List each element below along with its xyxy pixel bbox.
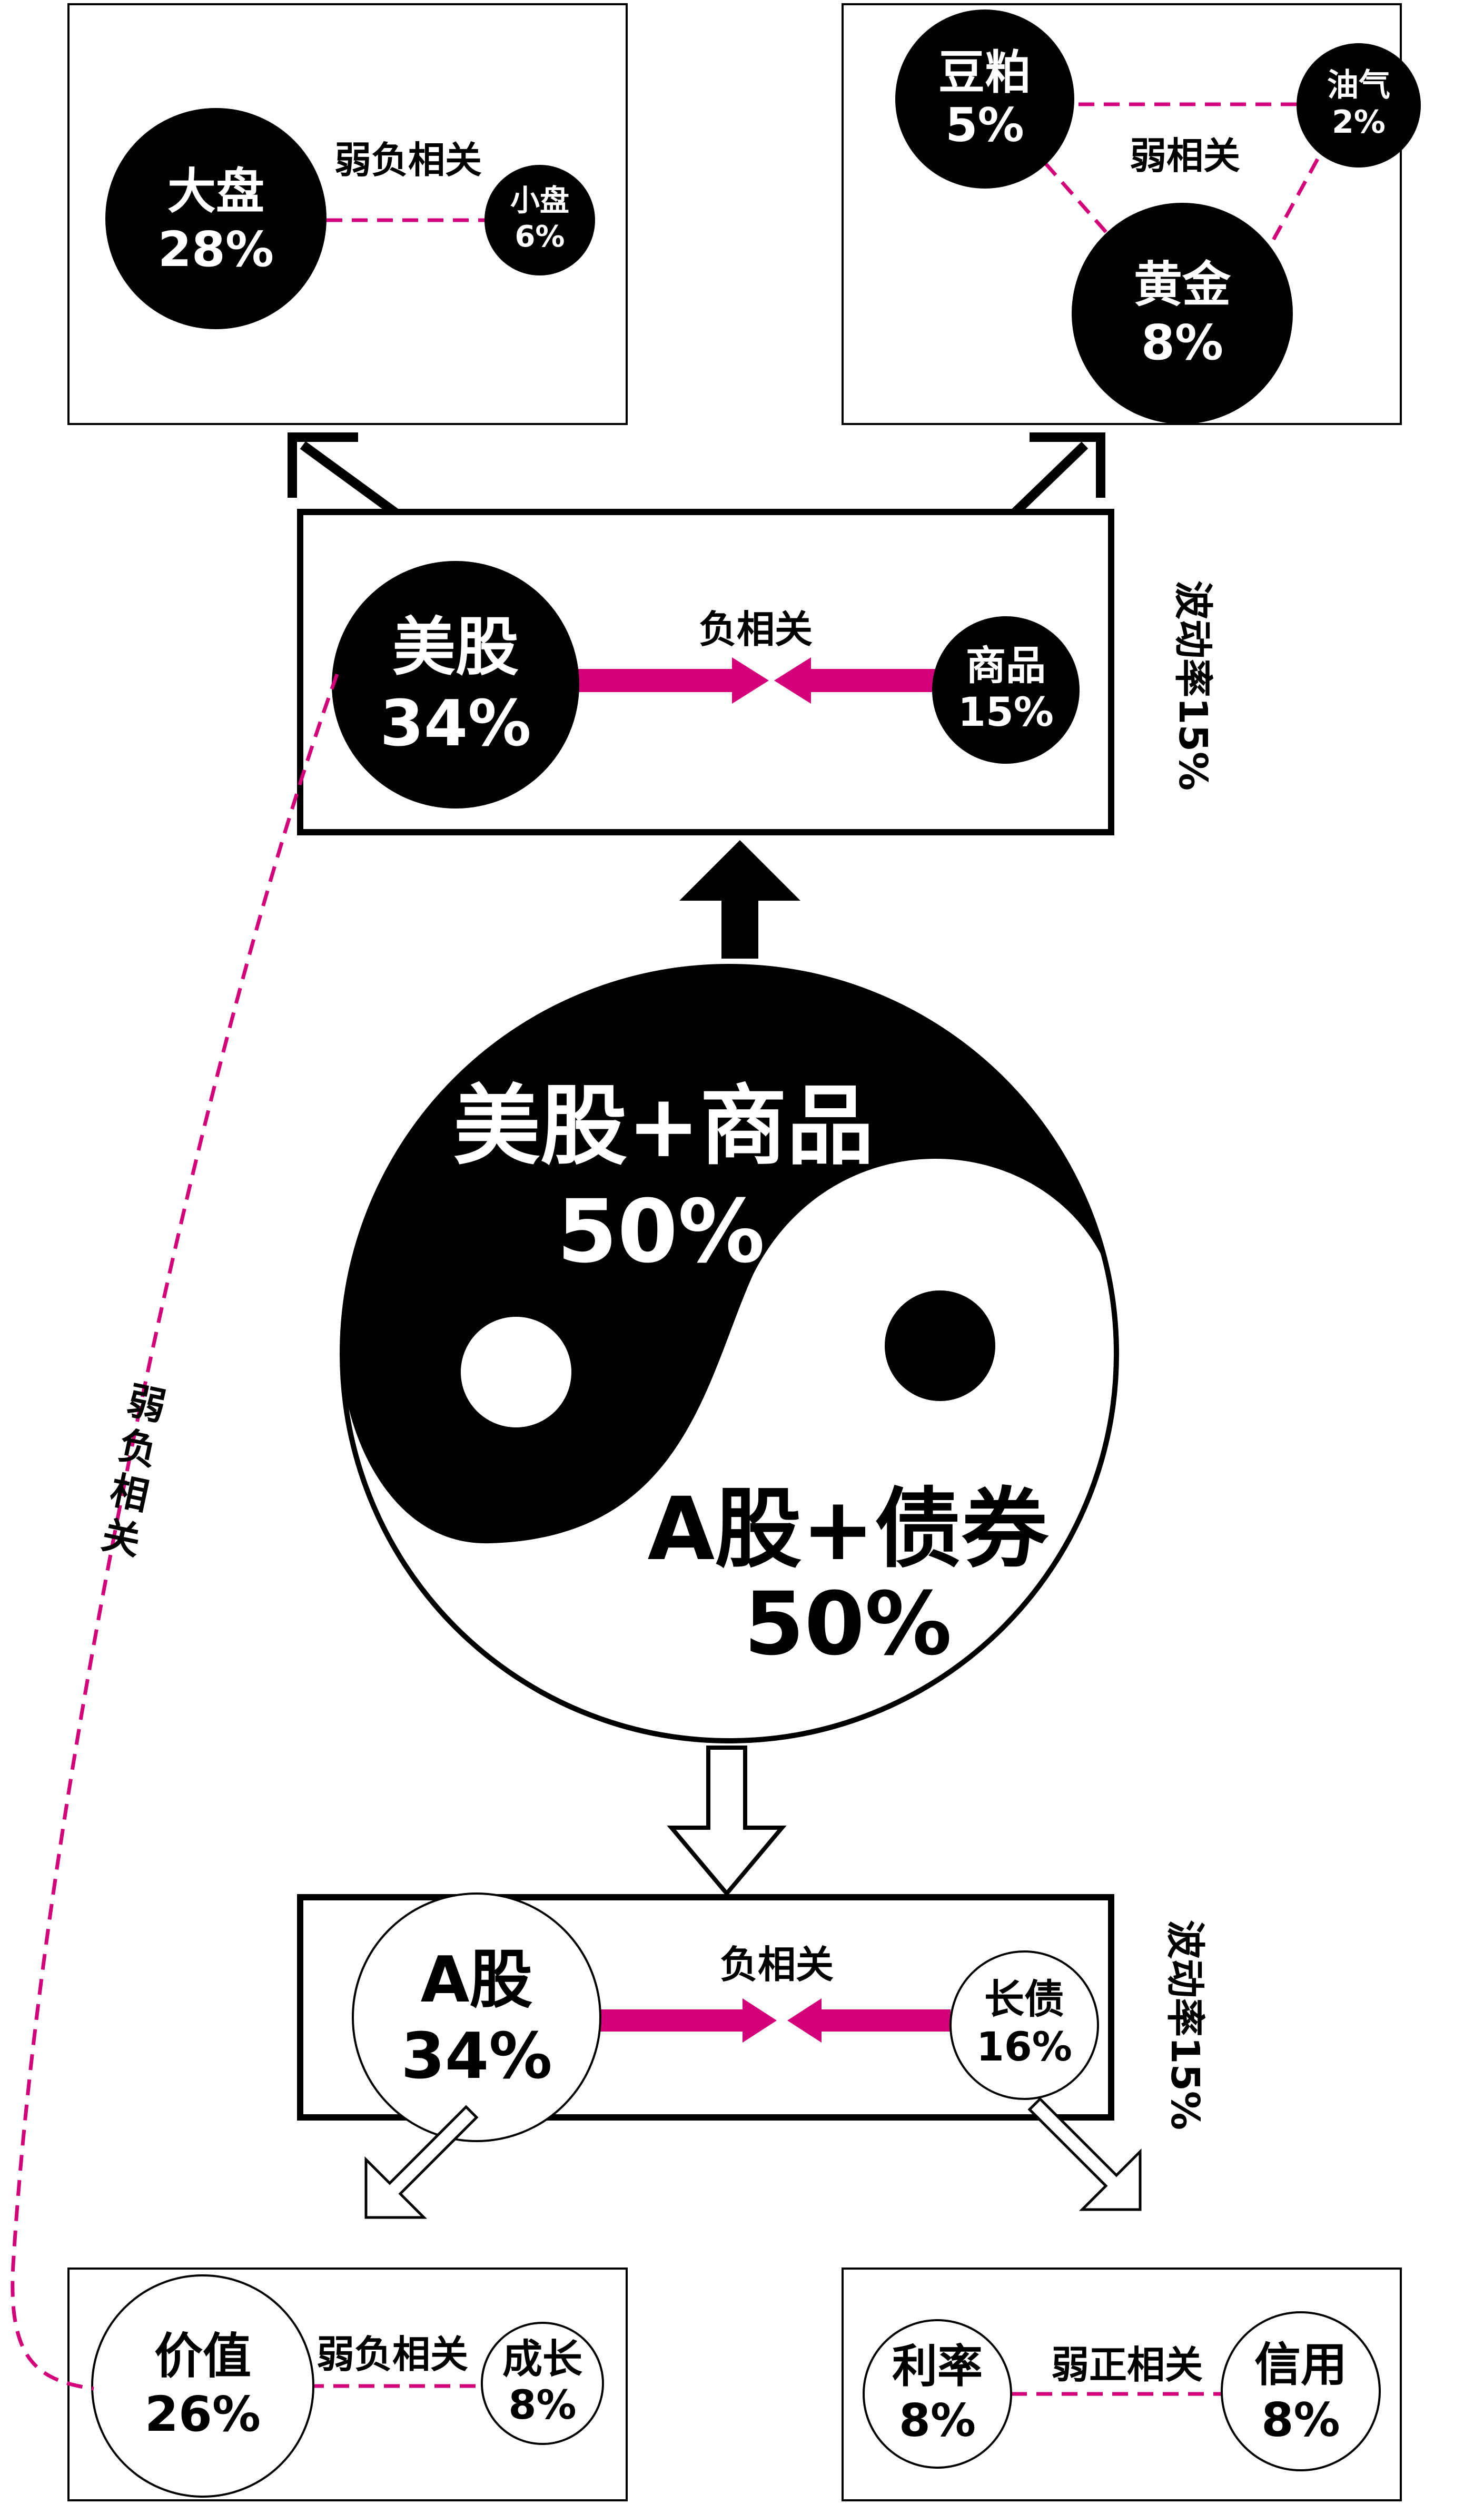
commodity-arrow-head (774, 657, 811, 704)
credit-circle (1221, 2311, 1381, 2471)
bottom-left-box: 价值 26% 成长 8% 弱负相关 (67, 2268, 628, 2501)
small-cap-name: 小盘 (510, 184, 569, 218)
us-stock-pct: 34% (380, 687, 531, 761)
yang-pct: 50% (744, 1573, 952, 1674)
top-right-box: 豆粕 5% 油气 2% 黄金 8% 弱相关 (842, 3, 1421, 425)
top-right-relation-label: 弱相关 (1130, 134, 1240, 178)
yang-black-dot (885, 1290, 995, 1401)
left-curve-char-1: 弱 (123, 1378, 170, 1429)
oil-gas-pct: 2% (1332, 104, 1386, 141)
long-bond-name: 长债 (984, 1976, 1064, 2023)
large-cap-circle (105, 108, 327, 329)
left-curve-char-2: 负 (115, 1423, 161, 1474)
gold-name: 黄金 (1134, 257, 1231, 313)
gold-circle (1072, 203, 1293, 424)
yin-white-dot (461, 1317, 571, 1427)
up-arrow-shaft (721, 890, 758, 959)
small-cap-circle (484, 165, 595, 275)
us-stock-name: 美股 (392, 611, 519, 684)
large-cap-name: 大盘 (167, 163, 264, 220)
us-box: 美股 34% 商品 15% 负相关 (297, 509, 1114, 835)
large-cap-pct: 28% (158, 221, 274, 278)
left-curve-label: 弱 负 相 关 (98, 1378, 170, 1563)
oil-gas-name: 油气 (1327, 67, 1390, 104)
a-stock-arrow-shaft (595, 2009, 748, 2032)
credit-pct: 8% (1261, 2393, 1340, 2447)
yin-label: 美股+商品 (453, 1076, 874, 1177)
oil-gold-dashed-link (1267, 136, 1332, 249)
arrow-to-top-left-head (288, 432, 358, 498)
us-relation-label: 负相关 (699, 607, 813, 652)
growth-name: 成长 (502, 2335, 582, 2382)
growth-pct: 8% (508, 2381, 576, 2428)
bottom-left-relation-label: 弱负相关 (316, 2332, 468, 2377)
a-to-bottom-arrows (364, 2097, 1142, 2219)
rate-circle (863, 2319, 1012, 2469)
a-share-box: A股 34% 长债 16% 负相关 (297, 1892, 1114, 2142)
arrow-to-top-left-shaft (300, 441, 403, 520)
bottom-right-box: 利率 8% 信用 8% 弱正相关 (842, 2268, 1402, 2501)
bottom-right-relation-label: 弱正相关 (1051, 2343, 1203, 2387)
up-arrow-head (679, 840, 800, 901)
soymeal-pct: 5% (945, 98, 1024, 152)
arrow-to-bottom-left (364, 2105, 479, 2219)
a-stock-arrow-head (743, 1998, 777, 2043)
bond-arrow-head (787, 1998, 822, 2043)
yin-pct: 50% (557, 1181, 765, 1282)
yang-label: A股+债券 (648, 1478, 1050, 1580)
arrow-to-top-right-head (1030, 432, 1105, 498)
arrow-to-top-right-shaft (1007, 441, 1089, 520)
down-arrow (667, 1746, 787, 1897)
a-stock-pct: 34% (401, 2020, 552, 2093)
value-name: 价值 (154, 2328, 251, 2384)
commodity-name: 商品 (966, 642, 1046, 689)
gold-pct: 8% (1141, 314, 1223, 371)
us-stock-arrow-head (732, 657, 769, 704)
top-left-box: 大盘 28% 小盘 6% 弱负相关 (67, 3, 628, 425)
a-volatility-label: 波动率15% (1162, 1920, 1208, 2130)
long-bond-circle (949, 1950, 1099, 2100)
soymeal-name: 豆粕 (938, 45, 1031, 100)
soy-gold-dashed-link (1044, 162, 1126, 254)
soymeal-circle (895, 9, 1074, 189)
growth-circle (481, 2322, 604, 2445)
left-curve-char-3: 相 (106, 1467, 153, 1519)
us-stock-circle (332, 561, 579, 809)
a-stock-name: A股 (421, 1944, 533, 2017)
a-stock-circle (352, 1892, 601, 2142)
yin-yang-symbol: 美股+商品 50% A股+债券 50% (340, 964, 1119, 1743)
us-stock-arrow-shaft (569, 669, 737, 692)
small-cap-pct: 6% (515, 220, 565, 254)
rate-name: 利率 (892, 2340, 983, 2393)
oil-gas-circle (1297, 43, 1421, 167)
value-circle (91, 2274, 314, 2498)
bond-arrow-shaft (816, 2009, 951, 2032)
left-curve-char-4: 关 (98, 1512, 144, 1563)
long-bond-pct: 16% (976, 2023, 1072, 2070)
commodity-circle (932, 616, 1080, 764)
a-relation-label: 负相关 (720, 1943, 834, 1987)
arrow-to-bottom-right (1027, 2097, 1142, 2211)
us-to-top-arrows (288, 432, 1105, 520)
us-stock-value-dashed-curve (11, 673, 339, 2391)
credit-name: 信用 (1254, 2338, 1347, 2392)
commodity-pct: 15% (958, 688, 1054, 735)
value-pct: 26% (145, 2386, 261, 2442)
top-left-relation-label: 弱负相关 (334, 139, 482, 182)
us-volatility-label: 波动率15% (1170, 580, 1215, 791)
commodity-arrow-shaft (806, 669, 937, 692)
rate-pct: 8% (899, 2394, 976, 2447)
up-arrow (679, 840, 800, 959)
